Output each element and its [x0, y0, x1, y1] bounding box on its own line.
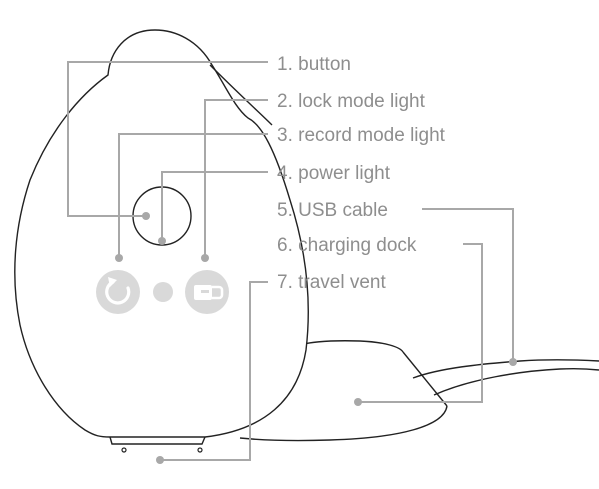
label-button: 1. button — [277, 54, 351, 75]
dock-right-side — [402, 351, 448, 407]
leader-button-dot — [142, 212, 150, 220]
dock-base — [239, 405, 448, 442]
label-lock-mode-light: 2. lock mode light — [277, 91, 426, 112]
leader-usb-dot — [509, 358, 517, 366]
body-foot — [109, 436, 206, 445]
leader-lock-dot — [201, 254, 209, 262]
body-side-curve — [209, 64, 273, 126]
leader-record-dot — [115, 254, 123, 262]
leader-button — [67, 61, 268, 217]
foot-right-bump — [197, 447, 203, 453]
usb-cable — [412, 359, 599, 396]
leader-power-dot — [158, 237, 166, 245]
label-charging-dock: 6. charging dock — [277, 235, 417, 256]
dock-top-rim — [295, 340, 404, 353]
label-travel-vent: 7. travel vent — [277, 272, 386, 293]
record-icon — [96, 270, 140, 314]
label-power-light: 4. power light — [277, 163, 391, 184]
leader-usb-cable — [422, 208, 514, 362]
label-record-mode-light: 3. record mode light — [277, 125, 446, 146]
label-usb-cable: 5. USB cable — [277, 200, 388, 221]
leader-lock-mode-light — [204, 99, 268, 258]
leader-lines — [67, 61, 517, 464]
leader-dock-dot — [354, 398, 362, 406]
power-dot-icon — [153, 282, 173, 302]
cable-lower-edge — [433, 367, 599, 396]
leader-vent-dot — [156, 456, 164, 464]
callout-labels: 1. button 2. lock mode light 3. record m… — [277, 54, 446, 293]
lock-icon — [185, 270, 229, 314]
leader-record-mode-light — [118, 133, 268, 258]
leader-power-light — [161, 171, 268, 241]
leader-charging-dock — [358, 243, 483, 403]
leader-travel-vent — [160, 281, 268, 461]
foot-left-bump — [121, 447, 127, 453]
cable-upper-edge — [412, 359, 599, 379]
